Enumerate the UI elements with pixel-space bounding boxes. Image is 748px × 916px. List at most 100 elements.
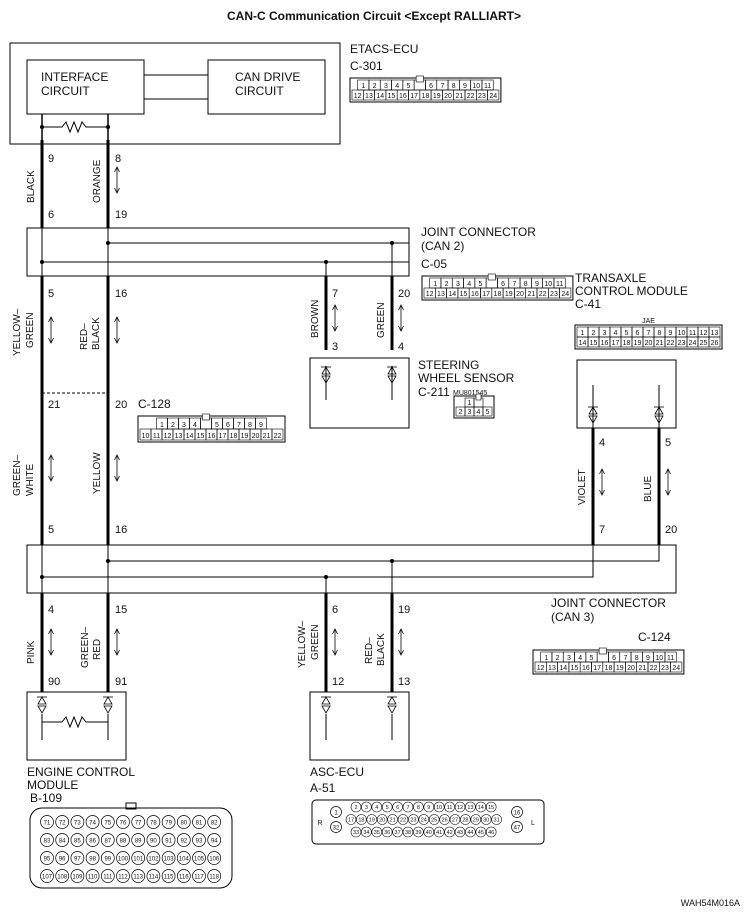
connector-pin-number: 14 bbox=[186, 433, 194, 440]
asc-pin bbox=[413, 801, 424, 813]
connector-pin-number: 8 bbox=[452, 83, 456, 90]
asc-pin bbox=[397, 814, 409, 825]
connector-pin-number: 11 bbox=[556, 281, 563, 288]
connector-pin-number: 4 bbox=[193, 422, 197, 429]
asc-pin-number: 18 bbox=[358, 818, 364, 824]
pin-j3-15: 15 bbox=[115, 604, 127, 616]
connector-latch-icon bbox=[598, 647, 607, 655]
connector-pin-number: 3 bbox=[468, 409, 472, 416]
ecm-pin bbox=[161, 833, 176, 847]
asc-pin-number: 4 bbox=[375, 805, 378, 811]
asc-pin-number: 26 bbox=[442, 818, 448, 824]
pin-j3-16: 16 bbox=[115, 524, 127, 536]
transceiver-icon bbox=[103, 705, 113, 714]
ecm-pin-number: 93 bbox=[196, 839, 203, 845]
transceiver-icon bbox=[321, 705, 331, 714]
splice-dot bbox=[390, 559, 394, 563]
ecm-pin bbox=[100, 851, 115, 865]
connector-pin-number: 18 bbox=[230, 433, 238, 440]
connector-pin-number: 14 bbox=[559, 665, 567, 672]
connector-pin-number: 23 bbox=[678, 340, 686, 347]
asc-pin bbox=[376, 814, 388, 825]
ecm-pin-number: 82 bbox=[211, 821, 218, 827]
wire-color-black2: BLACK bbox=[91, 317, 102, 350]
connector-pin-number: 17 bbox=[612, 340, 620, 347]
connector-pin-number: 19 bbox=[505, 291, 513, 298]
ecm-pin bbox=[40, 833, 54, 847]
connector-housing bbox=[574, 324, 723, 350]
connector-pin-number: 15 bbox=[388, 93, 396, 100]
ecm-pin-number: 98 bbox=[89, 857, 96, 863]
arrow-head-icon bbox=[48, 454, 54, 461]
asc-pin-number: 1 bbox=[334, 811, 338, 817]
connector-housing bbox=[532, 649, 685, 675]
connector-pin-number: 25 bbox=[700, 340, 708, 347]
asc-pin bbox=[465, 826, 476, 838]
connector-pin-number: 9 bbox=[535, 281, 539, 288]
ecm-pin-number: 79 bbox=[165, 821, 172, 827]
connector-pin-number: 1 bbox=[361, 83, 365, 90]
asc-pin bbox=[387, 814, 398, 825]
ecm-pin-number: 86 bbox=[89, 839, 96, 845]
ecm-pin bbox=[146, 815, 161, 829]
ecm-pin bbox=[40, 851, 54, 865]
ecm-pin-number: 109 bbox=[72, 875, 83, 881]
connector-pin-number: 19 bbox=[433, 93, 441, 100]
can-drive-label-1: CAN DRIVE bbox=[235, 70, 300, 84]
ecm-pin-number: 111 bbox=[103, 875, 113, 881]
connector-pin-number: 20 bbox=[645, 340, 653, 347]
asc-connector-housing bbox=[311, 799, 545, 845]
arrow-head-icon bbox=[398, 325, 404, 332]
j2-bus-low bbox=[41, 228, 409, 263]
asc-pin bbox=[475, 801, 487, 813]
asc-pin bbox=[371, 801, 383, 813]
ecm-pin-number: 114 bbox=[149, 875, 159, 881]
ecm-pin bbox=[116, 833, 130, 847]
connector-pin-number: 21 bbox=[263, 433, 271, 440]
connector-pin-number: 12 bbox=[164, 433, 172, 440]
asc-pin-number: 29 bbox=[473, 818, 479, 824]
ecm-pin-number: 88 bbox=[120, 839, 127, 845]
connector-pin-number: 2 bbox=[373, 83, 377, 90]
connector-pin-number: 24 bbox=[561, 291, 569, 298]
connector-pin-number: 11 bbox=[153, 433, 160, 440]
ecm-pin-number: 102 bbox=[148, 857, 159, 863]
connector-pin-number: 5 bbox=[486, 409, 490, 416]
wire-color-green-w: GREEN– bbox=[12, 454, 23, 496]
asc-pin-number: 5 bbox=[386, 805, 389, 811]
ecm-pin bbox=[176, 815, 191, 829]
asc-pin-number: 33 bbox=[353, 830, 359, 836]
arrow-head-icon bbox=[114, 337, 120, 344]
ecm-pin bbox=[70, 833, 85, 847]
asc-pin-number: 34 bbox=[363, 830, 369, 836]
connector-pin-number: 3 bbox=[603, 330, 607, 337]
pin-j2-6: 6 bbox=[48, 209, 54, 221]
asc-pin-number: 21 bbox=[390, 818, 396, 824]
connector-housing bbox=[453, 395, 495, 419]
pin-sws-3: 3 bbox=[332, 341, 338, 353]
connector-pin-number: 14 bbox=[579, 340, 587, 347]
ecm-pin bbox=[131, 815, 146, 829]
asc-pin-number: 39 bbox=[415, 830, 421, 836]
asc-pin bbox=[433, 801, 445, 813]
wire-color-black3: BLACK bbox=[376, 633, 387, 666]
ecm-pin bbox=[55, 815, 70, 829]
ecm-pin bbox=[161, 869, 176, 883]
connector-pin-number: 10 bbox=[544, 281, 552, 288]
ecm-pin bbox=[207, 815, 222, 829]
arrow-head-icon bbox=[332, 325, 338, 332]
ecm-pin-number: 78 bbox=[150, 821, 157, 827]
connector-pin-number: 2 bbox=[459, 409, 463, 416]
ecm-pin bbox=[176, 869, 191, 883]
ecm-pin-number: 84 bbox=[59, 839, 66, 845]
asc-pin-number: 36 bbox=[384, 830, 390, 836]
connector-pin-number: 16 bbox=[582, 665, 590, 672]
connector-pin-number: 4 bbox=[614, 330, 618, 337]
connector-pin-number: 11 bbox=[484, 83, 491, 90]
ecm-pin bbox=[207, 833, 222, 847]
wire-color-blue: BLUE bbox=[643, 476, 654, 502]
etacs-ecu-box bbox=[9, 42, 341, 145]
arrow-head-icon bbox=[114, 628, 120, 635]
connector-pin-number: 19 bbox=[634, 340, 642, 347]
